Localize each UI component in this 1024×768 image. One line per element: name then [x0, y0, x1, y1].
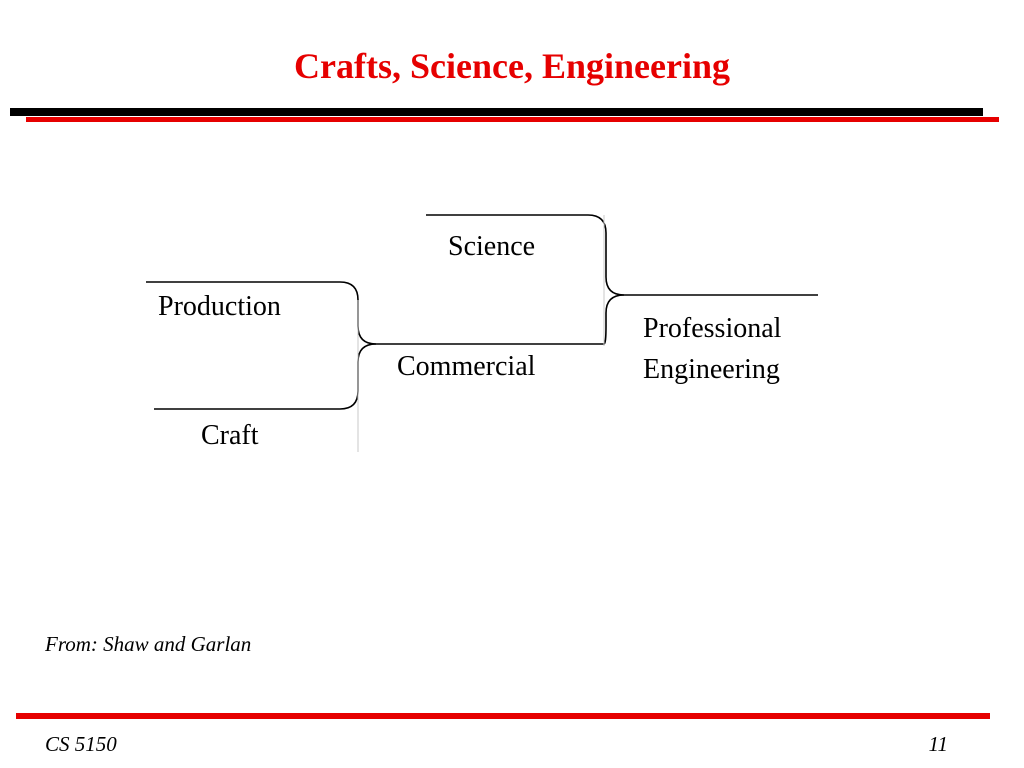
footer-rule	[16, 713, 990, 719]
production-label: Production	[158, 291, 281, 322]
science-label: Science	[448, 231, 535, 262]
commercial-branch-line	[603, 294, 625, 345]
title-underline-black	[10, 108, 983, 116]
science-branch-line	[426, 214, 818, 296]
footer-course: CS 5150	[45, 732, 117, 756]
craft-label: Craft	[201, 420, 259, 451]
page-number: 11	[928, 732, 948, 756]
title-underline-red	[26, 117, 999, 122]
commercial-label: Commercial	[397, 351, 536, 382]
engineering-label: Engineering	[643, 354, 780, 385]
source-note: From: Shaw and Garlan	[45, 632, 252, 656]
professional-label: Professional	[643, 313, 782, 344]
slide-title: Crafts, Science, Engineering	[294, 46, 730, 86]
craft-branch-line	[154, 343, 377, 410]
